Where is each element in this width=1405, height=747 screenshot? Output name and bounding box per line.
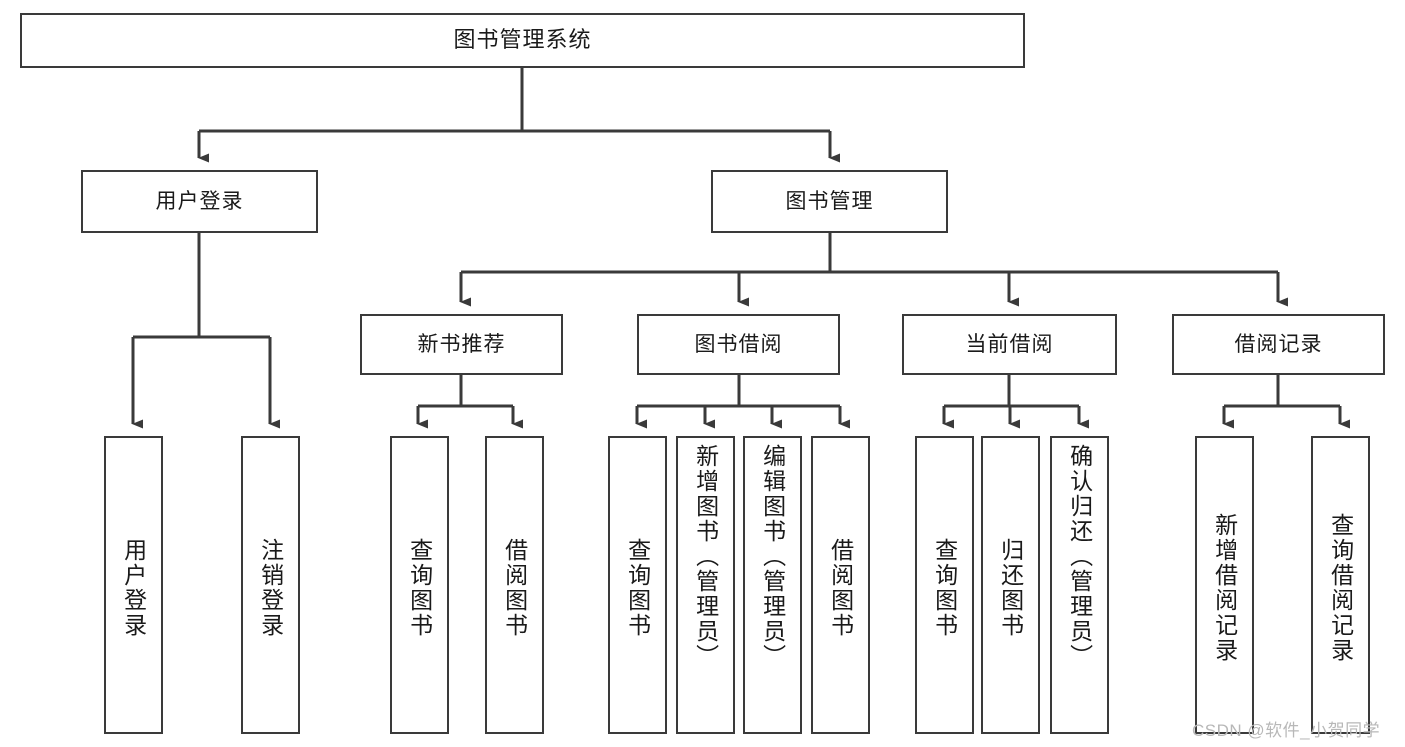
leaf-query-borrow-record-label: 查询借阅记录	[1327, 513, 1354, 663]
node-book-management-label: 图书管理	[785, 189, 874, 213]
node-root-book-management-system[interactable]: 图书管理系统	[20, 13, 1025, 68]
leaf-borrow-book-new-recommend[interactable]: 借阅图书	[485, 436, 544, 734]
leaf-query-book-new-recommend-label: 查询图书	[406, 538, 433, 638]
leaf-confirm-return-admin-label: 确认归还（管理员）	[1066, 444, 1093, 669]
leaf-return-book[interactable]: 归还图书	[981, 436, 1040, 734]
node-current-borrow-label: 当前借阅	[965, 332, 1054, 356]
node-user-login-label: 用户登录	[155, 189, 244, 213]
leaf-borrow-book-borrow[interactable]: 借阅图书	[811, 436, 870, 734]
leaf-add-book-admin[interactable]: 新增图书（管理员）	[676, 436, 735, 734]
node-borrow-record[interactable]: 借阅记录	[1172, 314, 1385, 375]
node-book-borrow[interactable]: 图书借阅	[637, 314, 840, 375]
node-current-borrow[interactable]: 当前借阅	[902, 314, 1117, 375]
node-root-label: 图书管理系统	[453, 27, 592, 53]
leaf-edit-book-admin-label: 编辑图书（管理员）	[759, 444, 786, 669]
node-borrow-record-label: 借阅记录	[1234, 332, 1323, 356]
leaf-user-login-label: 用户登录	[120, 538, 147, 638]
leaf-add-book-admin-label: 新增图书（管理员）	[692, 444, 719, 669]
leaf-query-book-new-recommend[interactable]: 查询图书	[390, 436, 449, 734]
node-user-login[interactable]: 用户登录	[81, 170, 318, 233]
leaf-return-book-label: 归还图书	[997, 538, 1024, 638]
leaf-query-book-current[interactable]: 查询图书	[915, 436, 974, 734]
leaf-add-borrow-record[interactable]: 新增借阅记录	[1195, 436, 1254, 734]
leaf-query-book-borrow[interactable]: 查询图书	[608, 436, 667, 734]
node-book-management[interactable]: 图书管理	[711, 170, 948, 233]
leaf-query-book-borrow-label: 查询图书	[624, 538, 651, 638]
leaf-confirm-return-admin[interactable]: 确认归还（管理员）	[1050, 436, 1109, 734]
leaf-borrow-book-borrow-label: 借阅图书	[827, 538, 854, 638]
leaf-query-borrow-record[interactable]: 查询借阅记录	[1311, 436, 1370, 734]
watermark-text: CSDN @软件_小贺同学	[1192, 721, 1381, 740]
leaf-query-book-current-label: 查询图书	[931, 538, 958, 638]
leaf-borrow-book-new-recommend-label: 借阅图书	[501, 538, 528, 638]
leaf-user-login[interactable]: 用户登录	[104, 436, 163, 734]
node-book-borrow-label: 图书借阅	[694, 332, 783, 356]
node-new-book-recommend-label: 新书推荐	[417, 332, 506, 356]
leaf-logout-login-label: 注销登录	[257, 538, 284, 638]
node-new-book-recommend[interactable]: 新书推荐	[360, 314, 563, 375]
leaf-logout-login[interactable]: 注销登录	[241, 436, 300, 734]
leaf-add-borrow-record-label: 新增借阅记录	[1211, 513, 1238, 663]
leaf-edit-book-admin[interactable]: 编辑图书（管理员）	[743, 436, 802, 734]
